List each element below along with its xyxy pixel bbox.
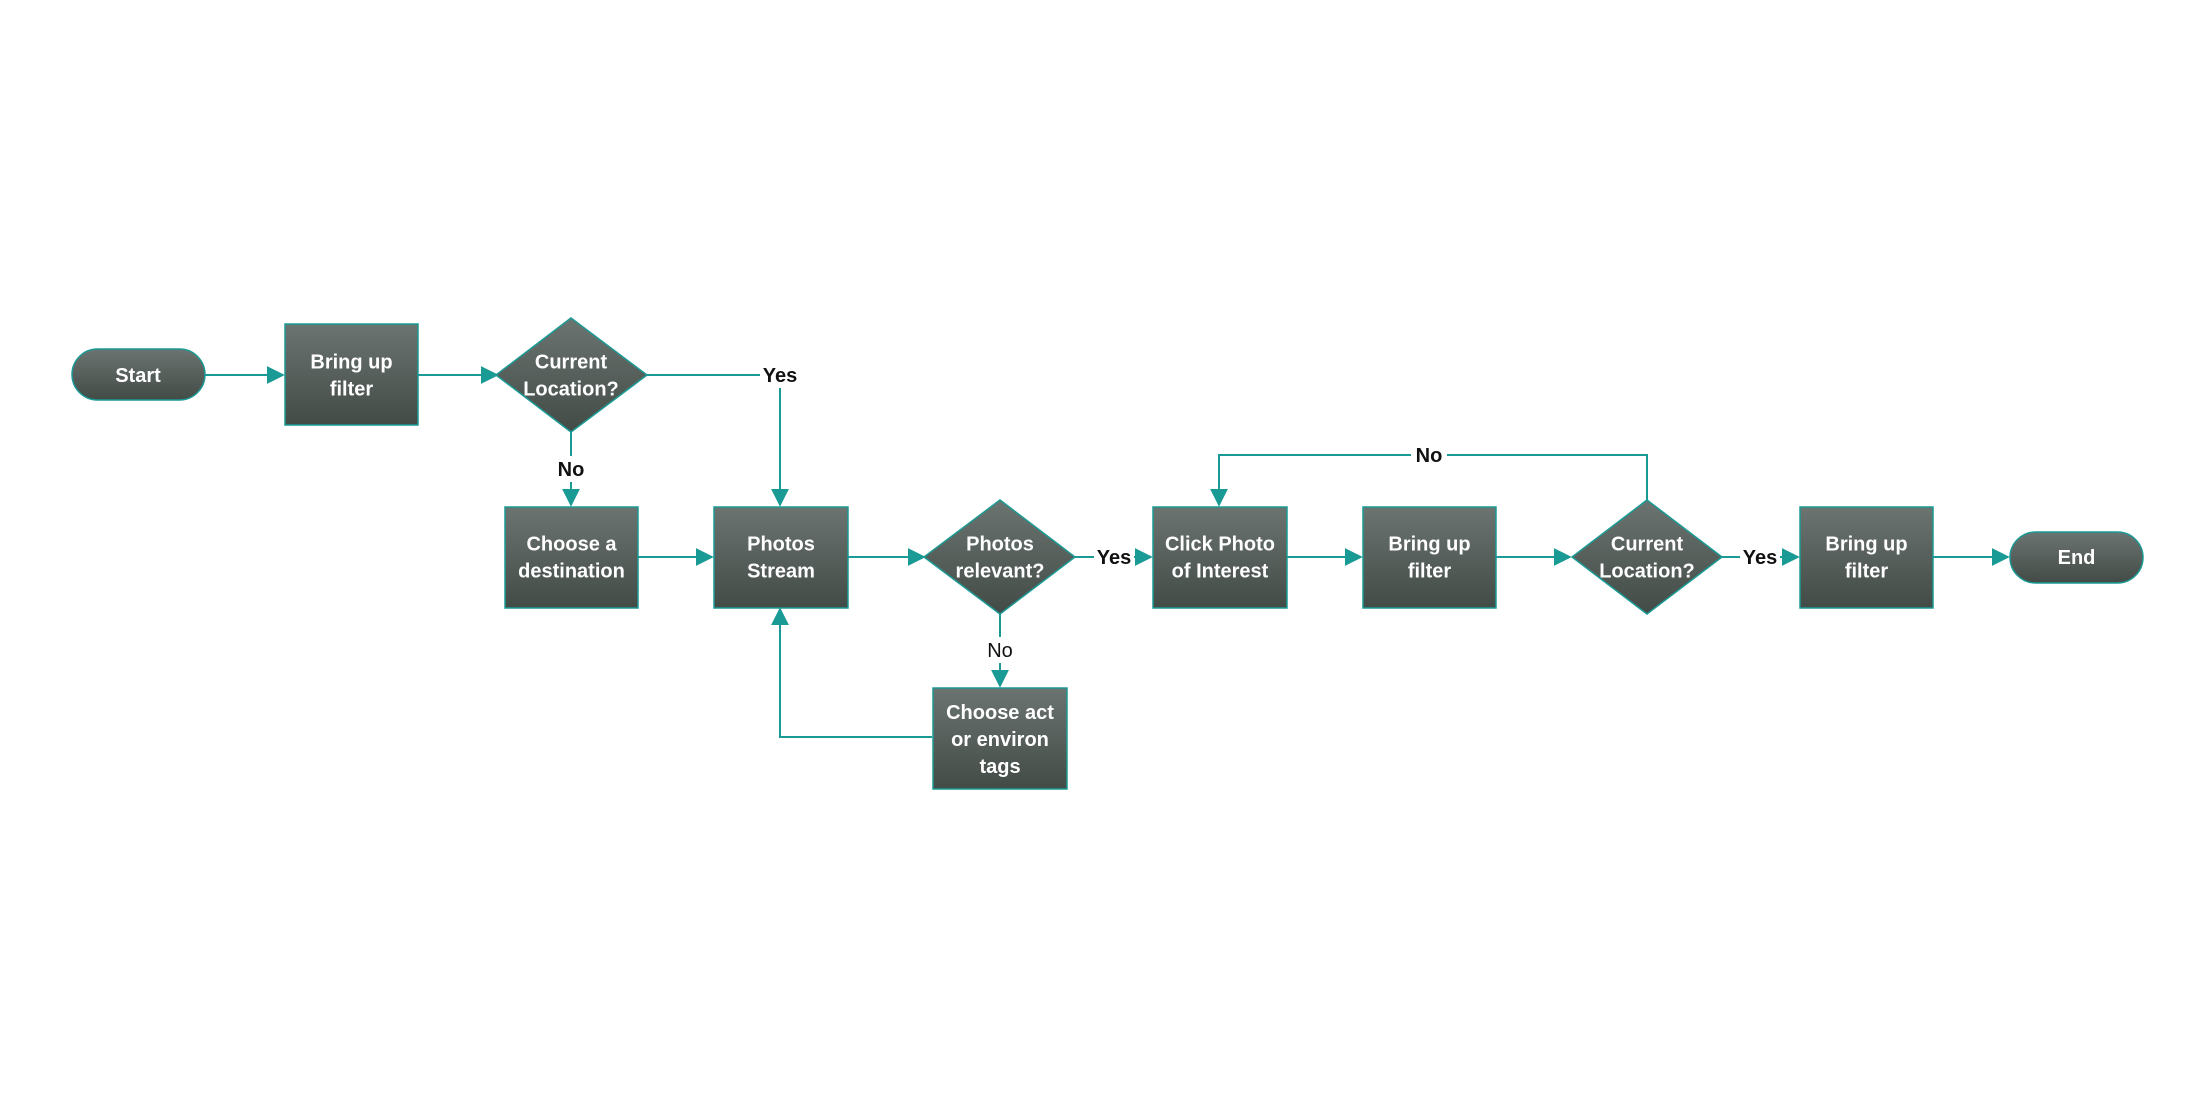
node-label-line: Location? bbox=[1599, 561, 1695, 583]
node-label-line: Start bbox=[115, 365, 161, 387]
node-label-line: of Interest bbox=[1172, 561, 1269, 583]
node-choose-tags: Choose act or environ tags bbox=[932, 687, 1068, 790]
node-label-line: relevant? bbox=[956, 561, 1045, 583]
node-label-line: or environ bbox=[951, 729, 1049, 751]
edge-location1-yes-to-stream bbox=[647, 374, 789, 507]
node-label-line: Stream bbox=[747, 561, 815, 583]
node-label-line: tags bbox=[979, 756, 1020, 778]
node-label-line: Click Photo bbox=[1165, 534, 1275, 556]
node-bring-up-filter-1: Bring up filter bbox=[284, 323, 419, 426]
label-relevant-no: No bbox=[987, 640, 1013, 662]
node-click-photo: Click Photo of Interest bbox=[1152, 506, 1288, 609]
node-label-line: Choose a bbox=[526, 534, 617, 556]
svg-text:End: End bbox=[2058, 547, 2096, 569]
node-label-line: filter bbox=[330, 379, 374, 401]
label-location2-no: No bbox=[1416, 445, 1443, 467]
edge-tags-back-to-stream bbox=[771, 607, 932, 738]
node-bring-up-filter-3: Bring up filter bbox=[1799, 506, 1934, 609]
node-label-line: destination bbox=[518, 561, 625, 583]
node-bring-up-filter-2: Bring up filter bbox=[1362, 506, 1497, 609]
node-label-line: Photos bbox=[966, 534, 1034, 556]
node-label-line: Current bbox=[1611, 534, 1684, 556]
node-label-line: filter bbox=[1408, 561, 1452, 583]
node-choose-destination: Choose a destination bbox=[504, 506, 639, 609]
node-label-line: Current bbox=[535, 352, 608, 374]
node-label-line: End bbox=[2058, 547, 2096, 569]
node-label-line: Bring up bbox=[1388, 534, 1470, 556]
node-end: End bbox=[2009, 531, 2144, 584]
label-relevant-yes: Yes bbox=[1097, 547, 1131, 569]
node-label-line: Bring up bbox=[310, 352, 392, 374]
node-label-line: Choose act bbox=[946, 702, 1054, 724]
label-location1-no: No bbox=[558, 459, 585, 481]
node-label-line: Photos bbox=[747, 534, 815, 556]
svg-text:Start: Start bbox=[115, 365, 161, 387]
label-location2-yes: Yes bbox=[1743, 547, 1777, 569]
label-location1-yes: Yes bbox=[763, 365, 797, 387]
node-label-line: Location? bbox=[523, 379, 619, 401]
node-start: Start bbox=[71, 348, 206, 401]
node-photos-relevant: Photos relevant? bbox=[922, 499, 1077, 615]
node-label-line: Bring up bbox=[1825, 534, 1907, 556]
node-label-line: filter bbox=[1845, 561, 1889, 583]
